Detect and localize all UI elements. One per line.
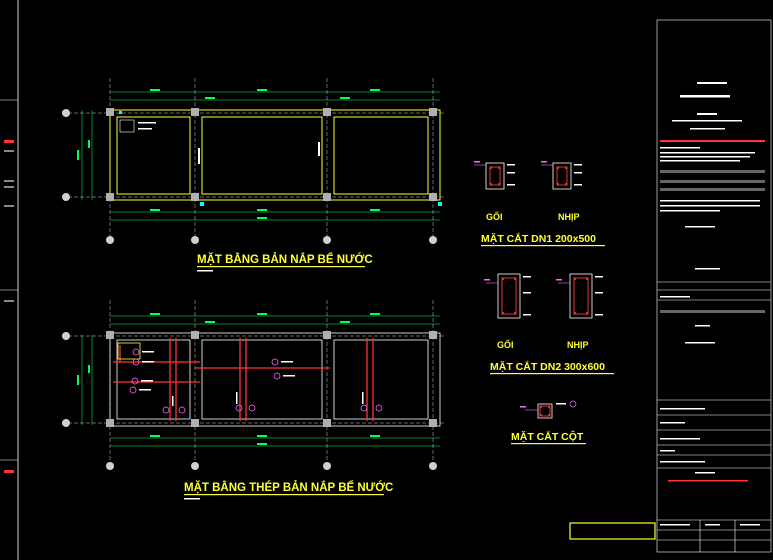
section-dn1-title: MẶT CẮT DN1 200x500	[481, 232, 596, 245]
rebar-plan	[62, 300, 445, 470]
section-column	[520, 400, 577, 419]
slab-plan-title: MẶT BẰNG BẢN NẮP BỂ NƯỚC	[197, 253, 373, 266]
section-dn1-underline	[481, 245, 605, 247]
slab-plan-scale-note	[197, 270, 213, 272]
title-block-text-bars	[660, 82, 765, 526]
dn2-midspan-label: NHỊP	[567, 340, 589, 350]
rebar-plan-title: MẶT BẰNG THÉP BẢN NẮP BỂ NƯỚC	[184, 481, 393, 494]
section-dn2-underline	[490, 373, 614, 375]
slab-plan-title-underline	[197, 266, 365, 268]
dn1-midspan-label: NHỊP	[558, 212, 580, 222]
title-block	[656, 19, 772, 553]
section-dn1-support	[474, 161, 515, 190]
sheet-number-box	[569, 522, 656, 540]
slab-plan	[62, 78, 445, 244]
left-border-strip	[0, 0, 19, 560]
rebar-plan-scale-note	[184, 498, 200, 500]
section-dn2-title: MẶT CẮT DN2 300x600	[490, 360, 605, 373]
section-dn1-midspan	[541, 161, 582, 190]
dn2-support-label: GỐI	[497, 339, 514, 350]
dn1-support-label: GỐI	[486, 211, 503, 222]
section-column-title: MẶT CẮT CỘT	[511, 430, 584, 443]
section-column-underline	[511, 443, 586, 445]
section-dn2-support	[484, 273, 531, 319]
section-dn2-midspan	[556, 273, 603, 319]
rebar-plan-title-underline	[184, 494, 384, 496]
